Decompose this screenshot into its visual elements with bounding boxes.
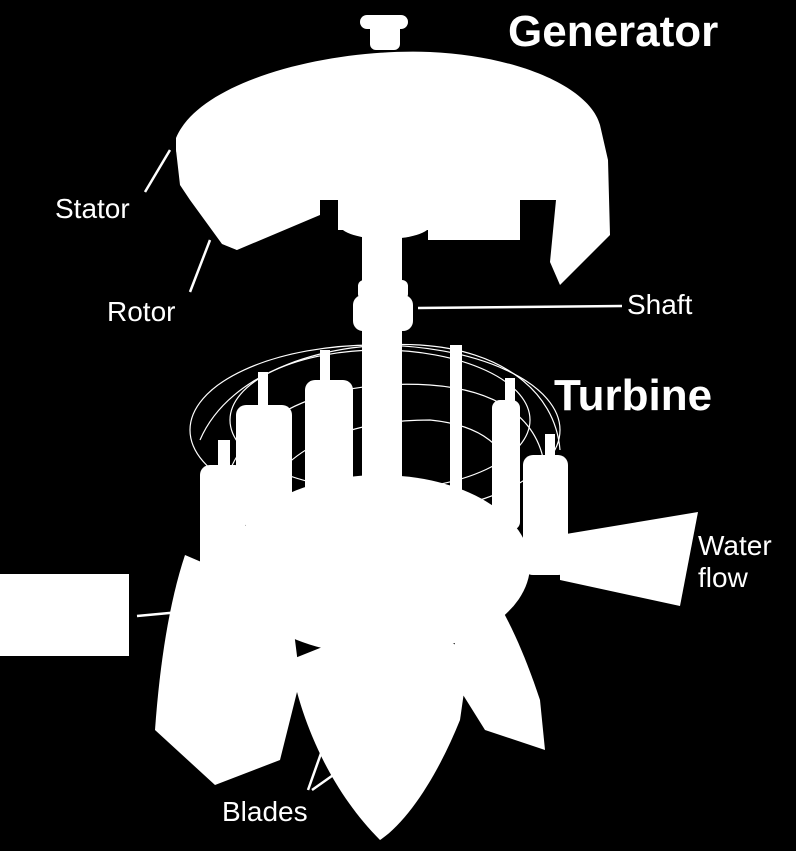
blades-leader-2 [311,764,347,792]
generator-disk [176,51,610,285]
stator [176,150,320,250]
water-flow-arrow [560,512,698,606]
left-panel-block [0,574,129,656]
blades-leader-1 [306,727,332,791]
blade-left [155,555,300,785]
stator-leader [143,149,172,193]
blades-label: Blades [222,796,308,827]
wicket-gate-rings [189,343,561,516]
turbine-runner [155,475,698,840]
generator-assembly [176,15,610,285]
blade-center [290,620,470,840]
left-leader [136,610,181,618]
shaft [353,230,413,510]
blade-right [450,560,545,750]
stator-label: Stator [55,193,130,224]
rotor-leader [188,239,212,293]
water-flow-label-line2: flow [698,562,749,593]
turbine-label: Turbine [554,371,712,420]
shaft-leader [417,304,623,310]
generator-label: Generator [508,7,718,56]
leader-lines [136,149,623,792]
rotor-label: Rotor [107,296,175,327]
water-flow-label-line1: Water [698,530,772,561]
shaft-label: Shaft [627,289,693,320]
shaft-cap [360,15,408,50]
guide-vanes [200,345,568,585]
